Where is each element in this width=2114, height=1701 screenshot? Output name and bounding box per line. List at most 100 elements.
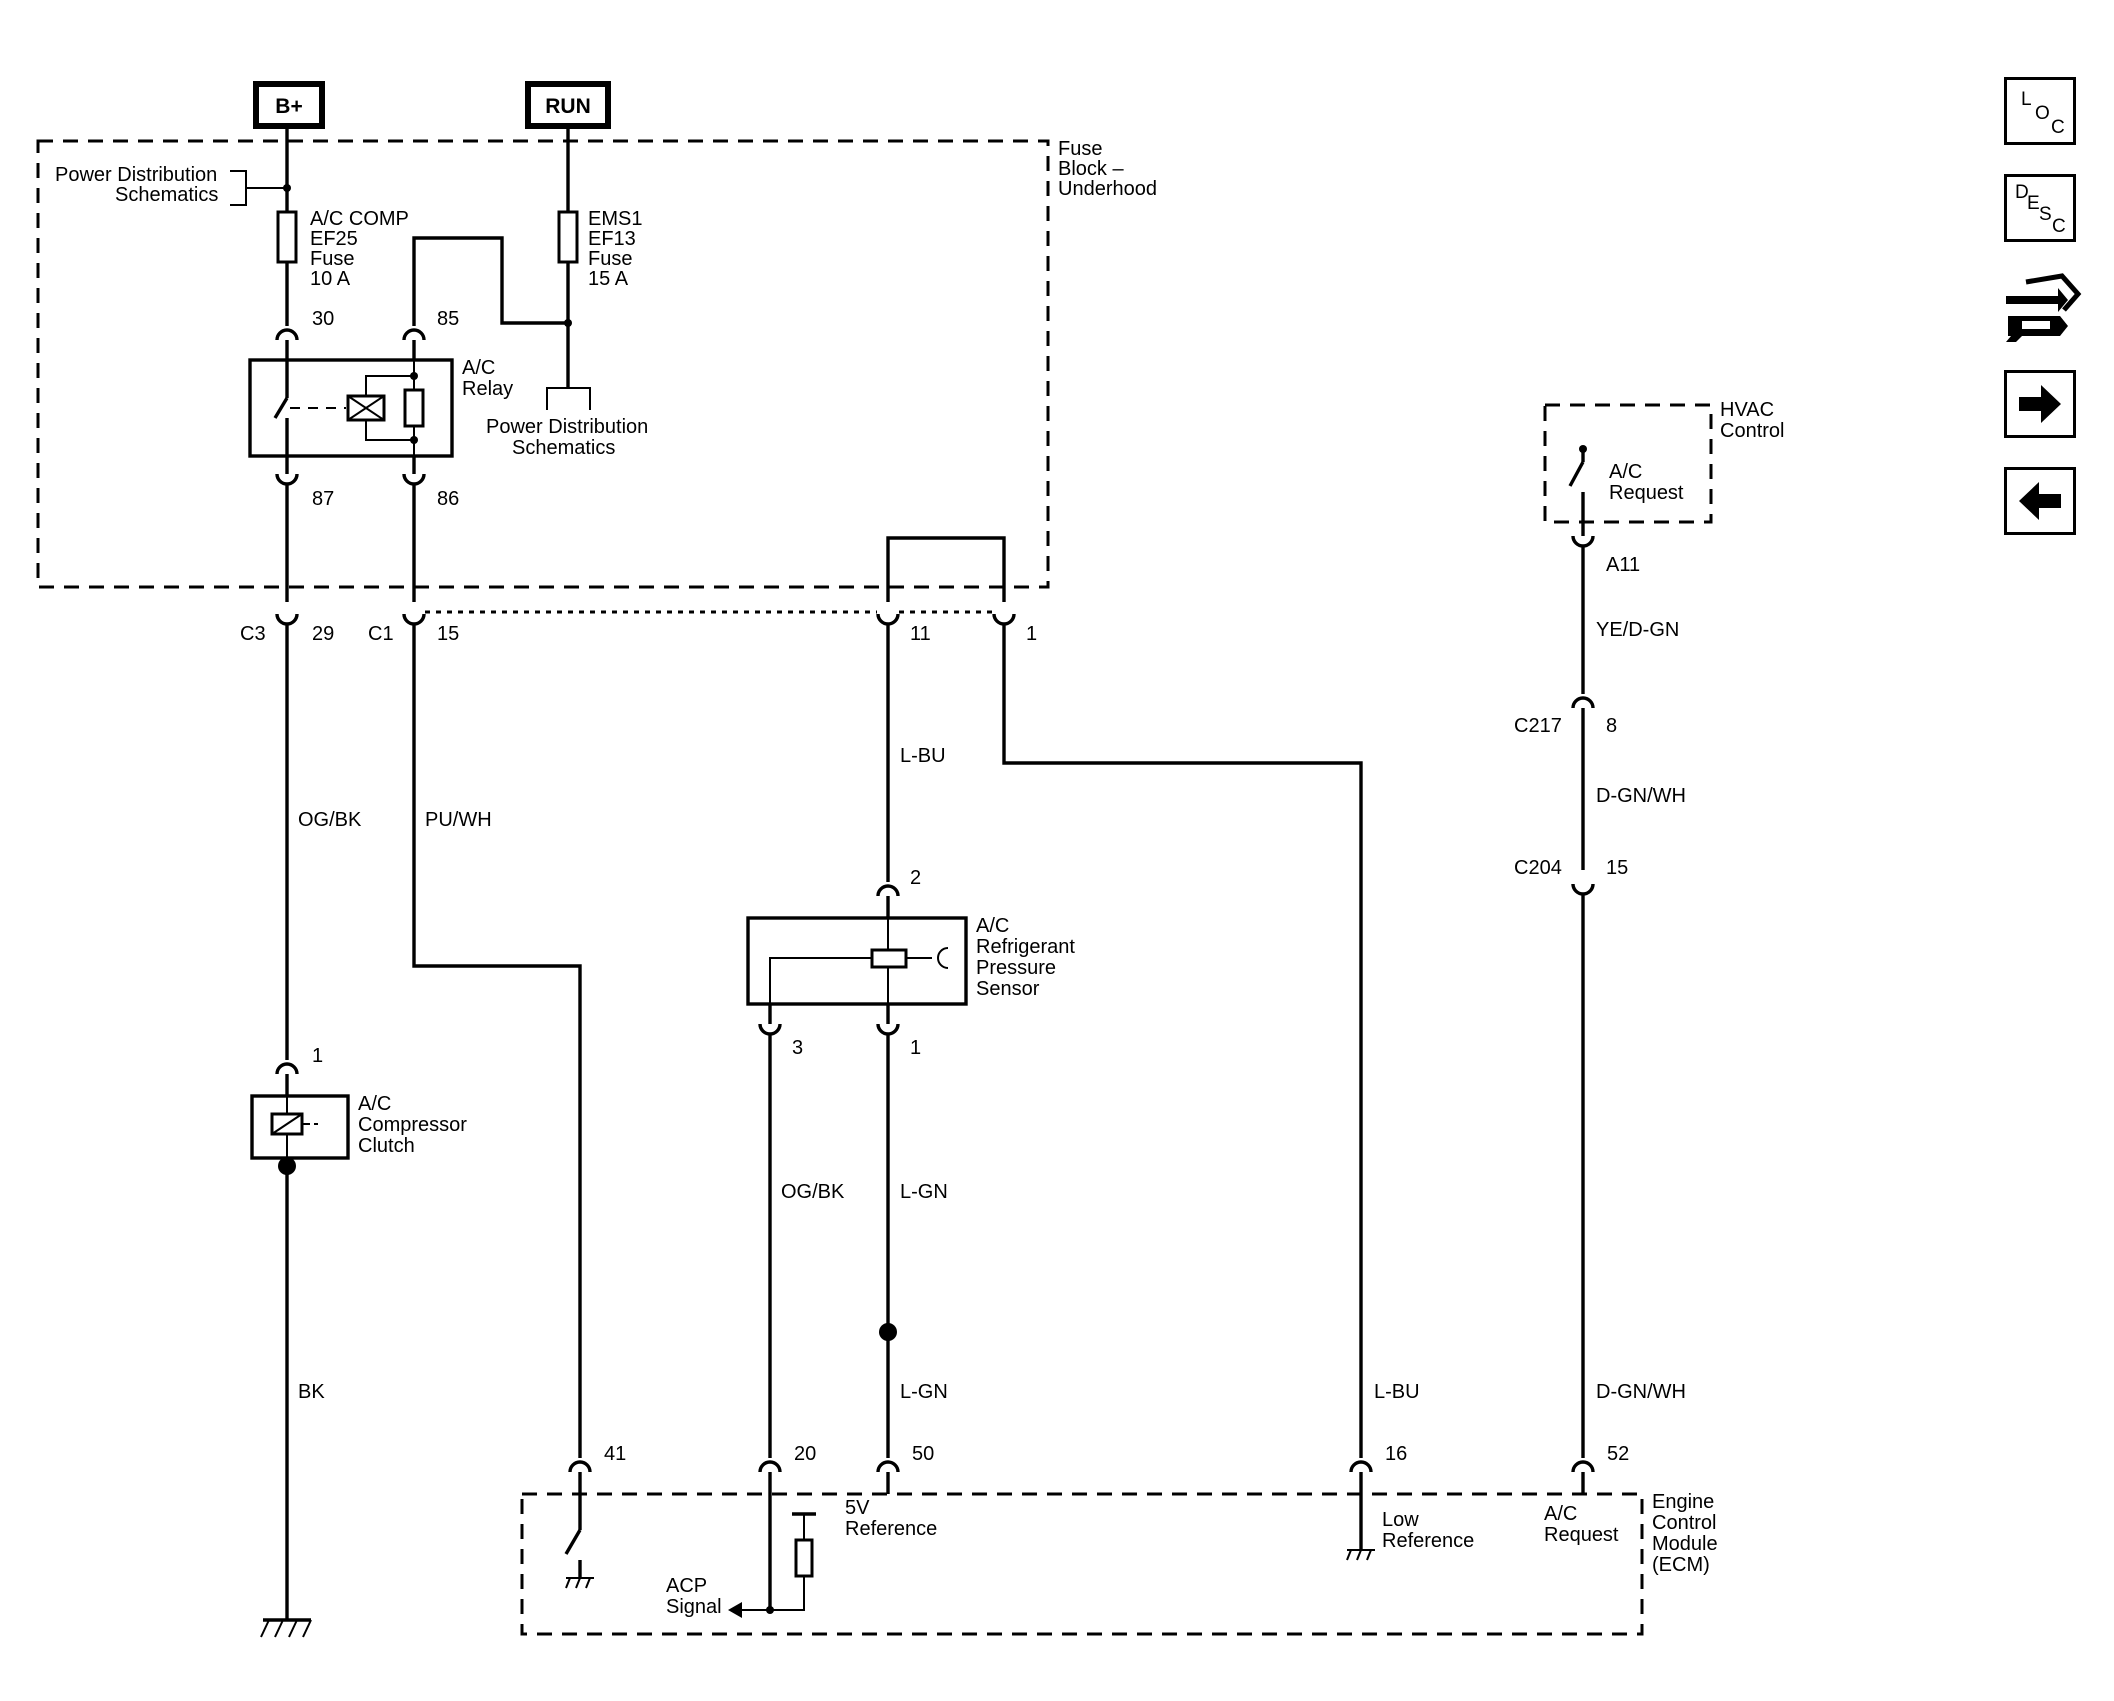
- sensor-pin-1: 1: [910, 1037, 921, 1059]
- previous-button[interactable]: [2004, 467, 2076, 535]
- fuse-block-connectors: C3 29 C1 15 11 1: [240, 610, 1037, 645]
- relay-coil-feed-wire: [412, 236, 568, 326]
- svg-text:L-GN: L-GN: [900, 1181, 948, 1203]
- wire-pu-wh: PU/WH: [412, 624, 582, 1458]
- clutch-pin-1: 1: [312, 1045, 323, 1067]
- relay-label-line1: A/C: [462, 357, 495, 379]
- c204-pin: 15: [1606, 857, 1628, 879]
- ac-relay: A/C Relay: [248, 357, 513, 458]
- svg-text:A/C: A/C: [1544, 1503, 1577, 1525]
- svg-text:Control: Control: [1720, 420, 1784, 442]
- ecm-pin-41: 41: [604, 1443, 626, 1465]
- sensor-pin-2: 2: [910, 867, 921, 889]
- ecm-pin-52: 52: [1607, 1443, 1629, 1465]
- svg-text:Sensor: Sensor: [976, 978, 1040, 1000]
- loc-letter-o: O: [2035, 103, 2050, 124]
- svg-text:(ECM): (ECM): [1652, 1554, 1710, 1576]
- connector-tools-button[interactable]: [2002, 272, 2082, 346]
- svg-text:Engine: Engine: [1652, 1491, 1714, 1513]
- hvac-control: HVAC Control A/C Request A11: [1543, 399, 1784, 576]
- svg-text:Clutch: Clutch: [358, 1135, 415, 1157]
- svg-text:Schematics: Schematics: [115, 184, 218, 206]
- svg-text:Block –: Block –: [1058, 158, 1124, 180]
- jumper-wire: [886, 536, 1006, 602]
- svg-text:5V: 5V: [845, 1497, 870, 1519]
- wire-ye-dgn: YE/D-GN C217 8: [1514, 546, 1679, 737]
- loc-letter-l: L: [2021, 89, 2032, 110]
- svg-text:Refrigerant: Refrigerant: [976, 936, 1075, 958]
- svg-text:Compressor: Compressor: [358, 1114, 467, 1136]
- fuse-block-label: Fuse Block – Underhood: [1058, 138, 1157, 200]
- svg-text:A/C: A/C: [1609, 461, 1642, 483]
- relay-pins-bottom: 87 86: [275, 456, 459, 510]
- ecm-acp-circuit: 5V Reference ACP Signal: [666, 1494, 937, 1618]
- relay-pins-top: 30 85: [275, 308, 459, 360]
- svg-text:10 A: 10 A: [310, 268, 351, 290]
- ecm-pin-16: 16: [1385, 1443, 1407, 1465]
- ecm-low-reference: Low Reference: [1346, 1494, 1474, 1561]
- wire-l-bu-sensor: L-BU: [886, 624, 946, 882]
- wire-og-bk-compressor: OG/BK: [285, 624, 362, 1060]
- loc-letter-c: C: [2051, 117, 2065, 138]
- c1-pin: 15: [437, 623, 459, 645]
- relay-label-line2: Relay: [462, 378, 513, 400]
- svg-text:BK: BK: [298, 1381, 325, 1403]
- acp-signal-arrow: [728, 1602, 742, 1618]
- relay-pin-87: 87: [312, 488, 334, 510]
- ac-comp-fuse: A/C COMP EF25 Fuse 10 A: [276, 126, 409, 326]
- relay-pin-30: 30: [312, 308, 334, 330]
- svg-text:Underhood: Underhood: [1058, 178, 1157, 200]
- wire-l-bu-low-ref: L-BU: [1002, 624, 1420, 1458]
- c3-pin: 29: [312, 623, 334, 645]
- svg-text:D-GN/WH: D-GN/WH: [1596, 785, 1686, 807]
- svg-text:Fuse: Fuse: [1058, 138, 1102, 160]
- svg-text:Control: Control: [1652, 1512, 1716, 1534]
- svg-text:Signal: Signal: [666, 1596, 722, 1618]
- jumper-pin-11: 11: [910, 623, 931, 645]
- relay-pin-86: 86: [437, 488, 459, 510]
- svg-text:D-GN/WH: D-GN/WH: [1596, 1381, 1686, 1403]
- svg-text:Fuse: Fuse: [310, 248, 354, 270]
- svg-text:Request: Request: [1544, 1524, 1619, 1546]
- svg-text:EF13: EF13: [588, 228, 636, 250]
- svg-text:PU/WH: PU/WH: [425, 809, 492, 831]
- svg-text:Pressure: Pressure: [976, 957, 1056, 979]
- next-button[interactable]: [2004, 370, 2076, 438]
- svg-text:Fuse: Fuse: [588, 248, 632, 270]
- svg-text:A/C COMP: A/C COMP: [310, 208, 409, 230]
- ecm-boundary: [520, 1492, 1644, 1636]
- ems1-fuse: EMS1 EF13 Fuse 15 A: [557, 126, 642, 388]
- connector-tool-icon: [2006, 273, 2082, 342]
- svg-text:Reference: Reference: [1382, 1530, 1474, 1552]
- svg-text:L-BU: L-BU: [1374, 1381, 1420, 1403]
- c3-connector: C3: [240, 623, 266, 645]
- arrow-right-icon: [2019, 385, 2061, 423]
- power-distribution-ref-top: Power Distribution Schematics: [55, 164, 291, 206]
- svg-text:YE/D-GN: YE/D-GN: [1596, 619, 1679, 641]
- svg-text:Low: Low: [1382, 1509, 1419, 1531]
- c204-connector: C204: [1514, 857, 1562, 879]
- ecm-pins: 41 20 50 16 52: [568, 1443, 1629, 1494]
- svg-text:Power Distribution: Power Distribution: [55, 164, 217, 186]
- c217-connector: C217: [1514, 715, 1562, 737]
- svg-text:OG/BK: OG/BK: [781, 1181, 845, 1203]
- wire-l-gn: L-GN L-GN: [879, 1034, 948, 1458]
- location-button[interactable]: L O C: [2004, 77, 2076, 145]
- wire-dgn-wh-upper: D-GN/WH C204 15: [1514, 716, 1686, 896]
- run-label: RUN: [545, 95, 591, 118]
- battery-source: B+: [253, 81, 325, 129]
- wire-dgn-wh-lower: D-GN/WH: [1581, 894, 1686, 1458]
- wire-og-bk-sensor: OG/BK: [768, 1034, 845, 1458]
- fuse-block-boundary: [36, 139, 1050, 589]
- svg-text:Reference: Reference: [845, 1518, 937, 1540]
- description-button[interactable]: D E S C: [2004, 174, 2076, 242]
- wire-bk-ground: BK: [260, 1166, 325, 1638]
- svg-text:Schematics: Schematics: [512, 437, 615, 459]
- arrow-left-icon: [2019, 482, 2061, 520]
- svg-text:Module: Module: [1652, 1533, 1718, 1555]
- c1-connector: C1: [368, 623, 394, 645]
- ac-compressor-clutch: 1 A/C Compressor Clutch: [250, 1045, 467, 1175]
- ecm-clutch-driver: [564, 1494, 594, 1589]
- svg-text:A/C: A/C: [358, 1093, 391, 1115]
